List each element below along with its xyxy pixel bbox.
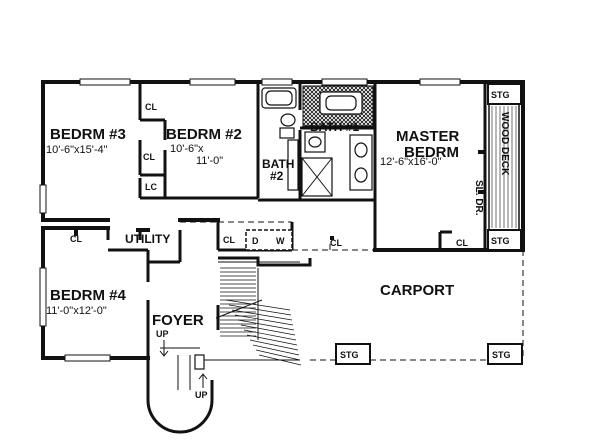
bedrm4-name: BEDRM #4 [50, 287, 127, 304]
linen-closet-label: LC [145, 182, 157, 192]
bedrm2-size-2: 11'-0" [196, 155, 223, 167]
stair-tread [249, 339, 299, 351]
room-labels: BEDRM #3 10'-6"x15'-4" BEDRM #2 10'-6"x … [46, 112, 510, 329]
main-stair [215, 256, 312, 366]
utility-label: UTILITY [125, 232, 170, 246]
stair-tread [246, 334, 298, 346]
wall-stubs [74, 150, 484, 240]
wood-deck-label: WOOD DECK [499, 112, 510, 176]
up-label: UP [195, 390, 208, 400]
washer-dryer-box [245, 229, 293, 251]
bath2-name-2: #2 [270, 169, 284, 183]
bath1-name: BATH #1 [310, 120, 359, 134]
master-size: 12'-6"x16'-0" [380, 156, 442, 168]
closet-label: CL [456, 238, 468, 248]
stair-tread [237, 319, 295, 331]
stair-tread [240, 324, 296, 336]
master-name-1: MASTER [396, 128, 460, 145]
closet-label: CL [145, 102, 157, 112]
dryer-label: D [252, 236, 259, 246]
bedrm3-name: BEDRM #3 [50, 126, 126, 143]
stair-tread [234, 314, 294, 326]
dashed-lines [180, 190, 524, 361]
washer-label: W [276, 236, 285, 246]
sliding-door-label: SL. DR. [473, 180, 484, 216]
storage-label: STG [492, 350, 511, 360]
stair-tread [243, 329, 297, 341]
up-label: UP [156, 329, 169, 339]
storage-label: STG [340, 350, 359, 360]
bedrm2-size-1: 10'-6"x [170, 143, 204, 155]
closet-label: CL [330, 238, 342, 248]
bedrm4-size: 11'-0"x12'-0" [46, 305, 107, 317]
storage-boxes [335, 83, 523, 365]
master-name-2: BEDRM [404, 144, 459, 161]
carport-label: CARPORT [380, 282, 454, 299]
closet-label: CL [70, 234, 82, 244]
stair-tread [255, 349, 301, 361]
stair-tread [228, 304, 292, 316]
bedrm2-name: BEDRM #2 [166, 126, 242, 143]
bath-fixtures [261, 85, 374, 197]
closet-label: CL [143, 152, 155, 162]
bedrm3-size: 10'-6"x15'-4" [46, 144, 108, 156]
storage-label: STG [491, 90, 510, 100]
closet-label: CL [223, 235, 235, 245]
windows [39, 78, 461, 362]
small-labels: CL CL LC CL CL CL CL STG STG STG STG D W… [70, 90, 511, 400]
bath2-name-1: BATH [262, 157, 294, 171]
storage-label: STG [491, 236, 510, 246]
stair-tread [231, 309, 293, 321]
foyer-label: FOYER [152, 312, 204, 329]
stair-tread [252, 344, 300, 356]
foyer-curve [146, 305, 300, 434]
